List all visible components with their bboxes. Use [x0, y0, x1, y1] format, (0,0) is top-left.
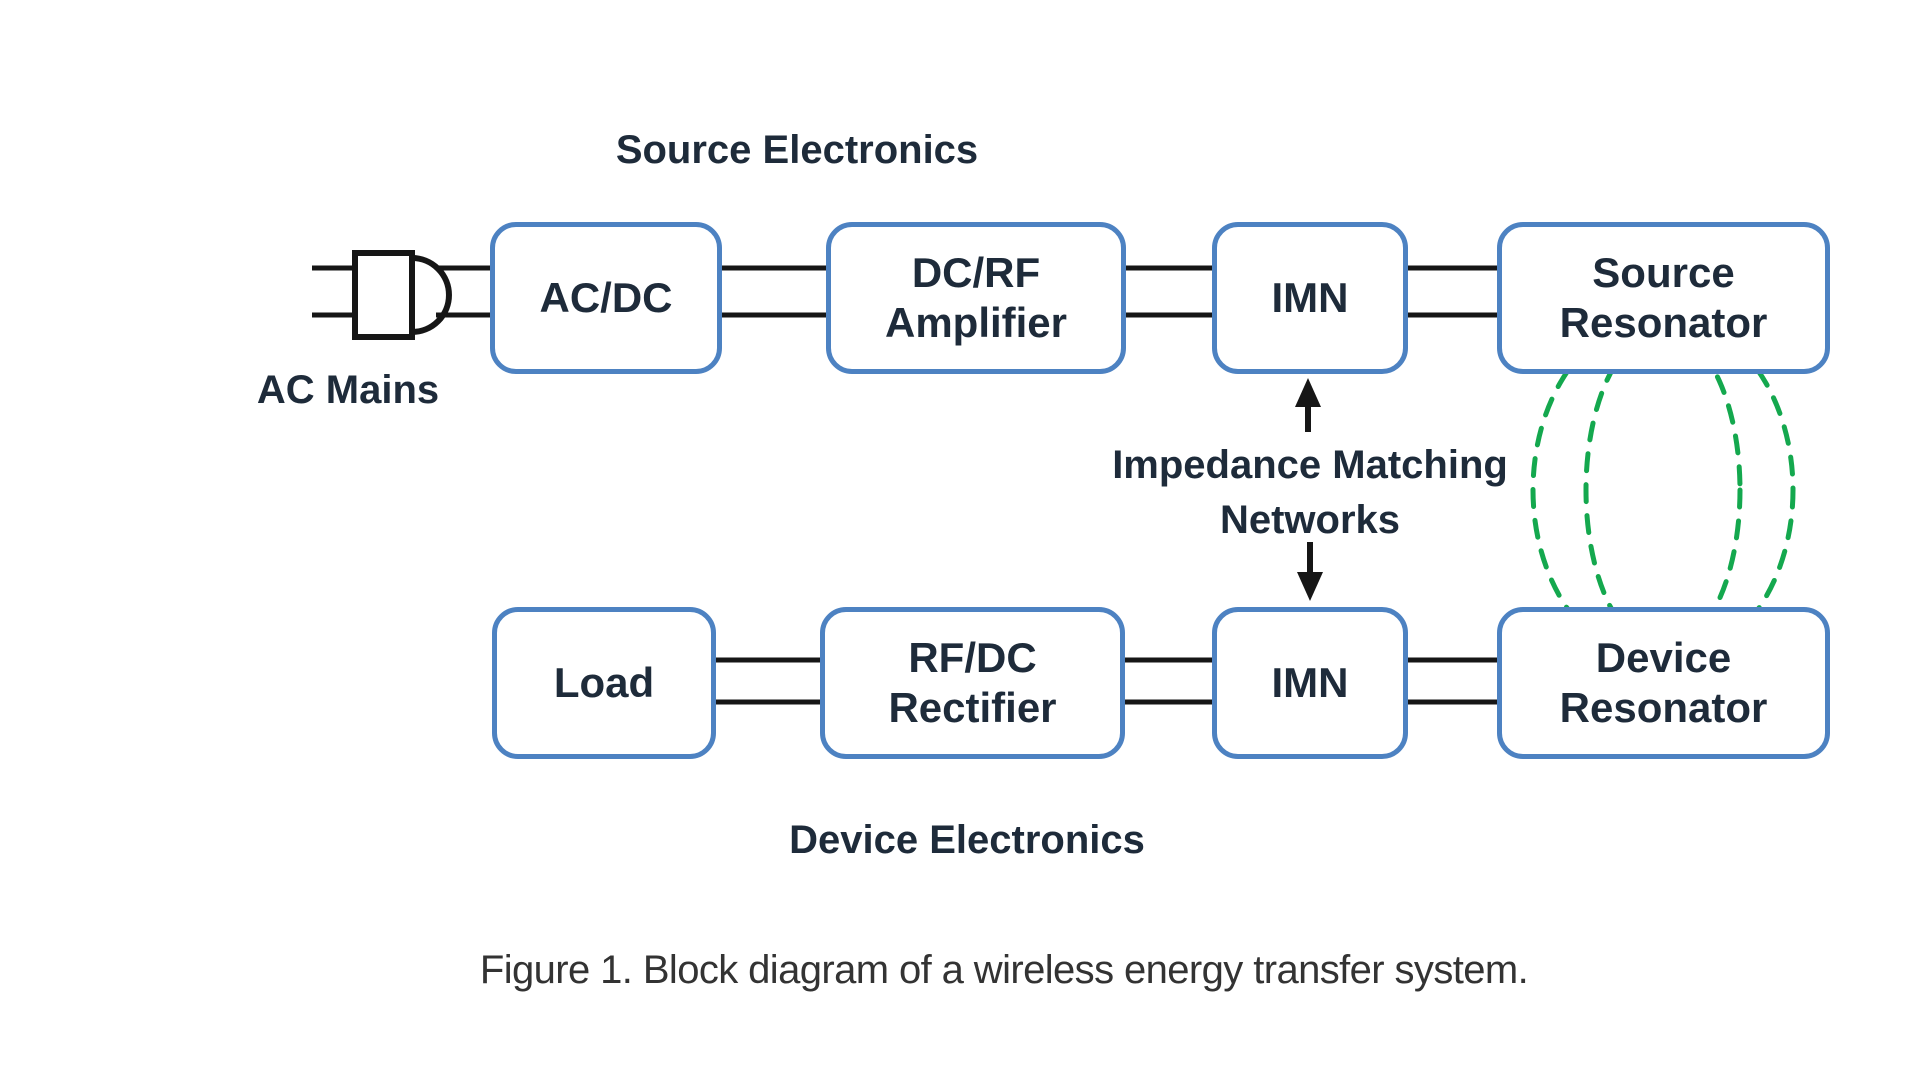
node-label: IMN: [1271, 659, 1349, 706]
arrow-up-icon: [1295, 378, 1321, 432]
node-ac-dc-converter: AC/DC: [490, 222, 722, 374]
top-row-connectors: [722, 265, 1497, 318]
impedance-matching-label-line2: Networks: [1219, 498, 1401, 542]
node-label: Source: [1592, 249, 1735, 296]
device-electronics-label: Device Electronics: [789, 818, 1145, 862]
node-dc-rf-amplifier: DC/RF Amplifier: [826, 222, 1126, 374]
figure-caption: Figure 1. Block diagram of a wireless en…: [479, 948, 1529, 992]
impedance-matching-label: Impedance Matching Networks: [1060, 438, 1560, 548]
bottom-row-connectors: [716, 657, 1497, 705]
node-label: Resonator: [1559, 299, 1768, 346]
node-imn-device: IMN: [1212, 607, 1408, 759]
node-imn-source: IMN: [1212, 222, 1408, 374]
node-label: Amplifier: [884, 299, 1068, 346]
arrow-down-icon: [1297, 542, 1323, 601]
node-label: AC/DC: [539, 274, 673, 321]
node-rf-dc-rectifier: RF/DC Rectifier: [820, 607, 1125, 759]
node-label: Resonator: [1559, 684, 1768, 731]
source-electronics-label: Source Electronics: [615, 128, 979, 172]
node-source-resonator: Source Resonator: [1497, 222, 1830, 374]
node-label: Load: [553, 659, 655, 706]
node-load: Load: [492, 607, 716, 759]
node-label: Device: [1595, 634, 1732, 681]
node-device-resonator: Device Resonator: [1497, 607, 1830, 759]
node-label: Rectifier: [888, 684, 1057, 731]
impedance-matching-label-line1: Impedance Matching: [1112, 443, 1508, 487]
ac-plug-icon: [312, 250, 492, 340]
node-label: IMN: [1271, 274, 1349, 321]
node-label: RF/DC: [908, 634, 1037, 681]
node-label: DC/RF: [911, 249, 1041, 296]
ac-mains-label: AC Mains: [256, 368, 440, 412]
